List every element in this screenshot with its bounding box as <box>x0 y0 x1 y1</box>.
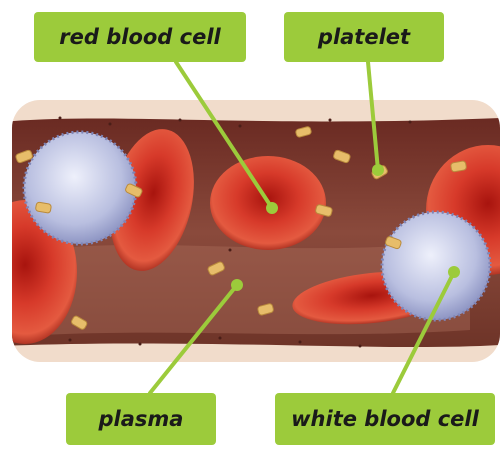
label-red-blood-cell: red blood cell <box>34 12 246 62</box>
pointer-dot-plasma <box>231 279 243 291</box>
pointer-dot-white-blood-cell <box>448 266 460 278</box>
label-white-blood-cell-text: white blood cell <box>291 407 479 431</box>
label-plasma: plasma <box>66 393 216 445</box>
label-platelet-text: platelet <box>318 25 410 49</box>
platelet <box>450 161 466 172</box>
white-blood-cell-left <box>24 132 136 244</box>
label-white-blood-cell: white blood cell <box>275 393 495 445</box>
platelet <box>35 202 51 213</box>
vessel <box>0 100 500 362</box>
pointer-dot-platelet <box>372 164 384 176</box>
label-platelet: platelet <box>284 12 444 62</box>
label-red-blood-cell-text: red blood cell <box>59 25 220 49</box>
label-plasma-text: plasma <box>99 407 184 431</box>
pointer-dot-red-blood-cell <box>266 202 278 214</box>
